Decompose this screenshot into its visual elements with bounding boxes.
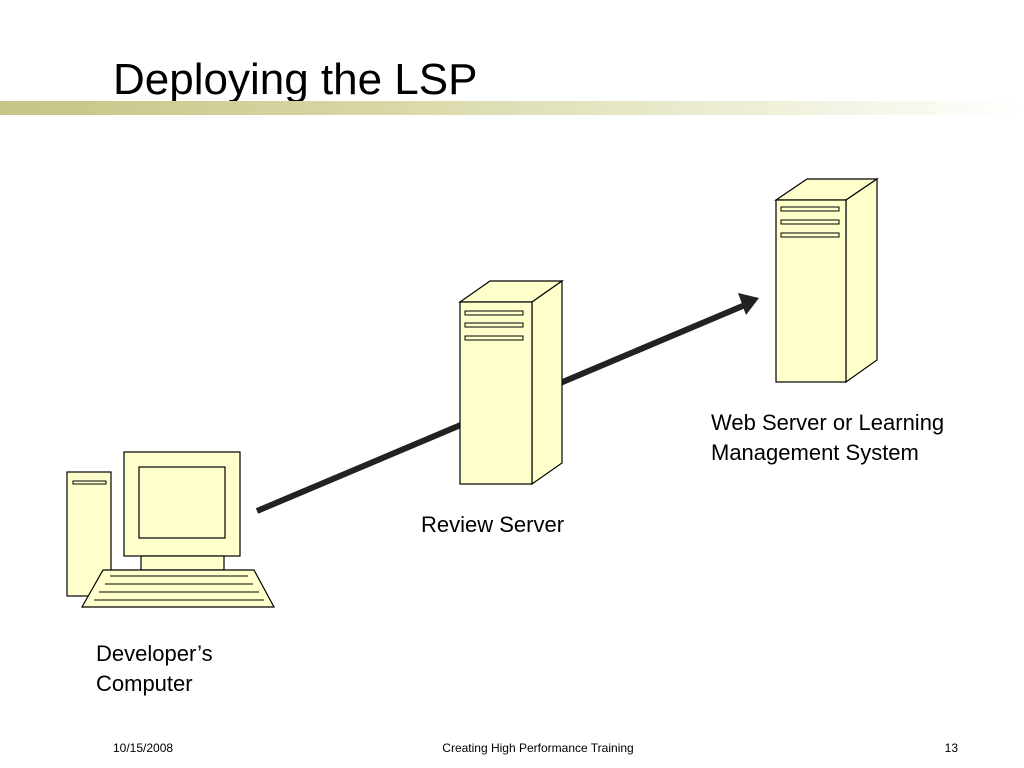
developer-computer-icon [66, 451, 276, 608]
web-server-icon [774, 177, 879, 384]
web-server-label: Web Server or Learning Management System [711, 410, 945, 465]
review-server-label: Review Server [421, 512, 565, 537]
title-underline-bar [0, 101, 1024, 115]
review-server-icon [458, 279, 564, 486]
developer-computer-label: Developer’s Computer [96, 641, 213, 696]
footer-title: Creating High Performance Training [442, 741, 634, 755]
slide-title: Deploying the LSP [113, 55, 478, 104]
footer-date: 10/15/2008 [113, 741, 174, 755]
page-number: 13 [944, 741, 958, 755]
